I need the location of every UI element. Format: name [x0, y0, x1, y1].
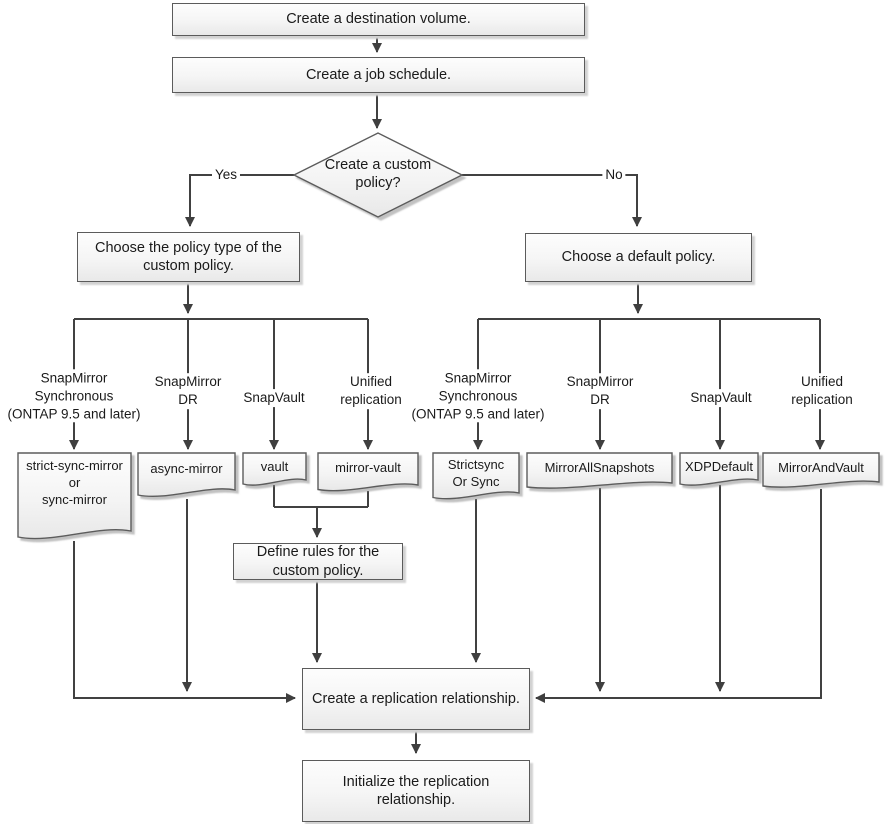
node-define-rules: Define rules for the custom policy.: [233, 543, 403, 580]
doc-vault: vault: [260, 459, 289, 474]
doc-mirrorallsnapshots: MirrorAllSnapshots: [544, 460, 655, 475]
label-custom-snapmirror-dr: SnapMirror DR: [151, 373, 225, 409]
label-default-snapvault: SnapVault: [687, 389, 755, 407]
doc-xdpdefault: XDPDefault: [685, 459, 753, 474]
node-create-job-schedule: Create a job schedule.: [172, 57, 585, 93]
label-yes: Yes: [211, 166, 241, 184]
edge-no-branch: [462, 174, 642, 227]
label-default-snapmirror-synchronous: SnapMirror Synchronous (ONTAP 9.5 and la…: [408, 369, 548, 423]
doc-shape-strict-sync-mirror: [17, 452, 132, 540]
doc-strict-sync-mirror: strict-sync-mirror or sync-mirror: [26, 458, 123, 507]
label-default-unified-replication: Unified replication: [788, 373, 856, 409]
doc-strictsync-or-sync: Strictsync Or Sync: [447, 457, 505, 489]
label-default-snapmirror-dr: SnapMirror DR: [563, 373, 637, 409]
doc-shape-async-mirror: [137, 452, 236, 498]
doc-shape-vault: [242, 452, 307, 486]
edge-mirrorandvault-to-create: [535, 489, 822, 703]
doc-shape-mirrorallsnapshots: [526, 452, 673, 489]
doc-shape-xdpdefault: [679, 452, 759, 486]
doc-shape-mirrorandvault: [762, 452, 880, 488]
node-initialize-replication-relationship: Initialize the replication relationship.: [302, 760, 530, 822]
doc-mirrorandvault: MirrorAndVault: [778, 460, 864, 475]
node-create-replication-relationship: Create a replication relationship.: [302, 668, 530, 730]
label-custom-snapmirror-synchronous: SnapMirror Synchronous (ONTAP 9.5 and la…: [4, 369, 144, 423]
label-custom-snapvault: SnapVault: [240, 389, 308, 407]
doc-shape-strictsync-or-sync: [432, 452, 520, 500]
decision-diamond-shape: [292, 132, 464, 218]
edge-strict-to-create: [73, 541, 296, 703]
node-shapes: [17, 132, 880, 540]
node-choose-default-policy: Choose a default policy.: [525, 233, 752, 282]
decision-create-custom-policy: Create a custom policy?: [324, 156, 432, 191]
doc-async-mirror: async-mirror: [150, 461, 223, 476]
label-custom-unified-replication: Unified replication: [337, 373, 405, 409]
label-no: No: [602, 166, 626, 184]
edge-yes-branch: [185, 174, 294, 227]
doc-shape-mirror-vault: [317, 452, 419, 492]
doc-mirror-vault: mirror-vault: [335, 460, 401, 475]
node-choose-custom-policy-type: Choose the policy type of the custom pol…: [77, 232, 300, 282]
merge-vault-mirror-vault: [273, 485, 369, 508]
node-create-destination-volume: Create a destination volume.: [172, 3, 585, 36]
